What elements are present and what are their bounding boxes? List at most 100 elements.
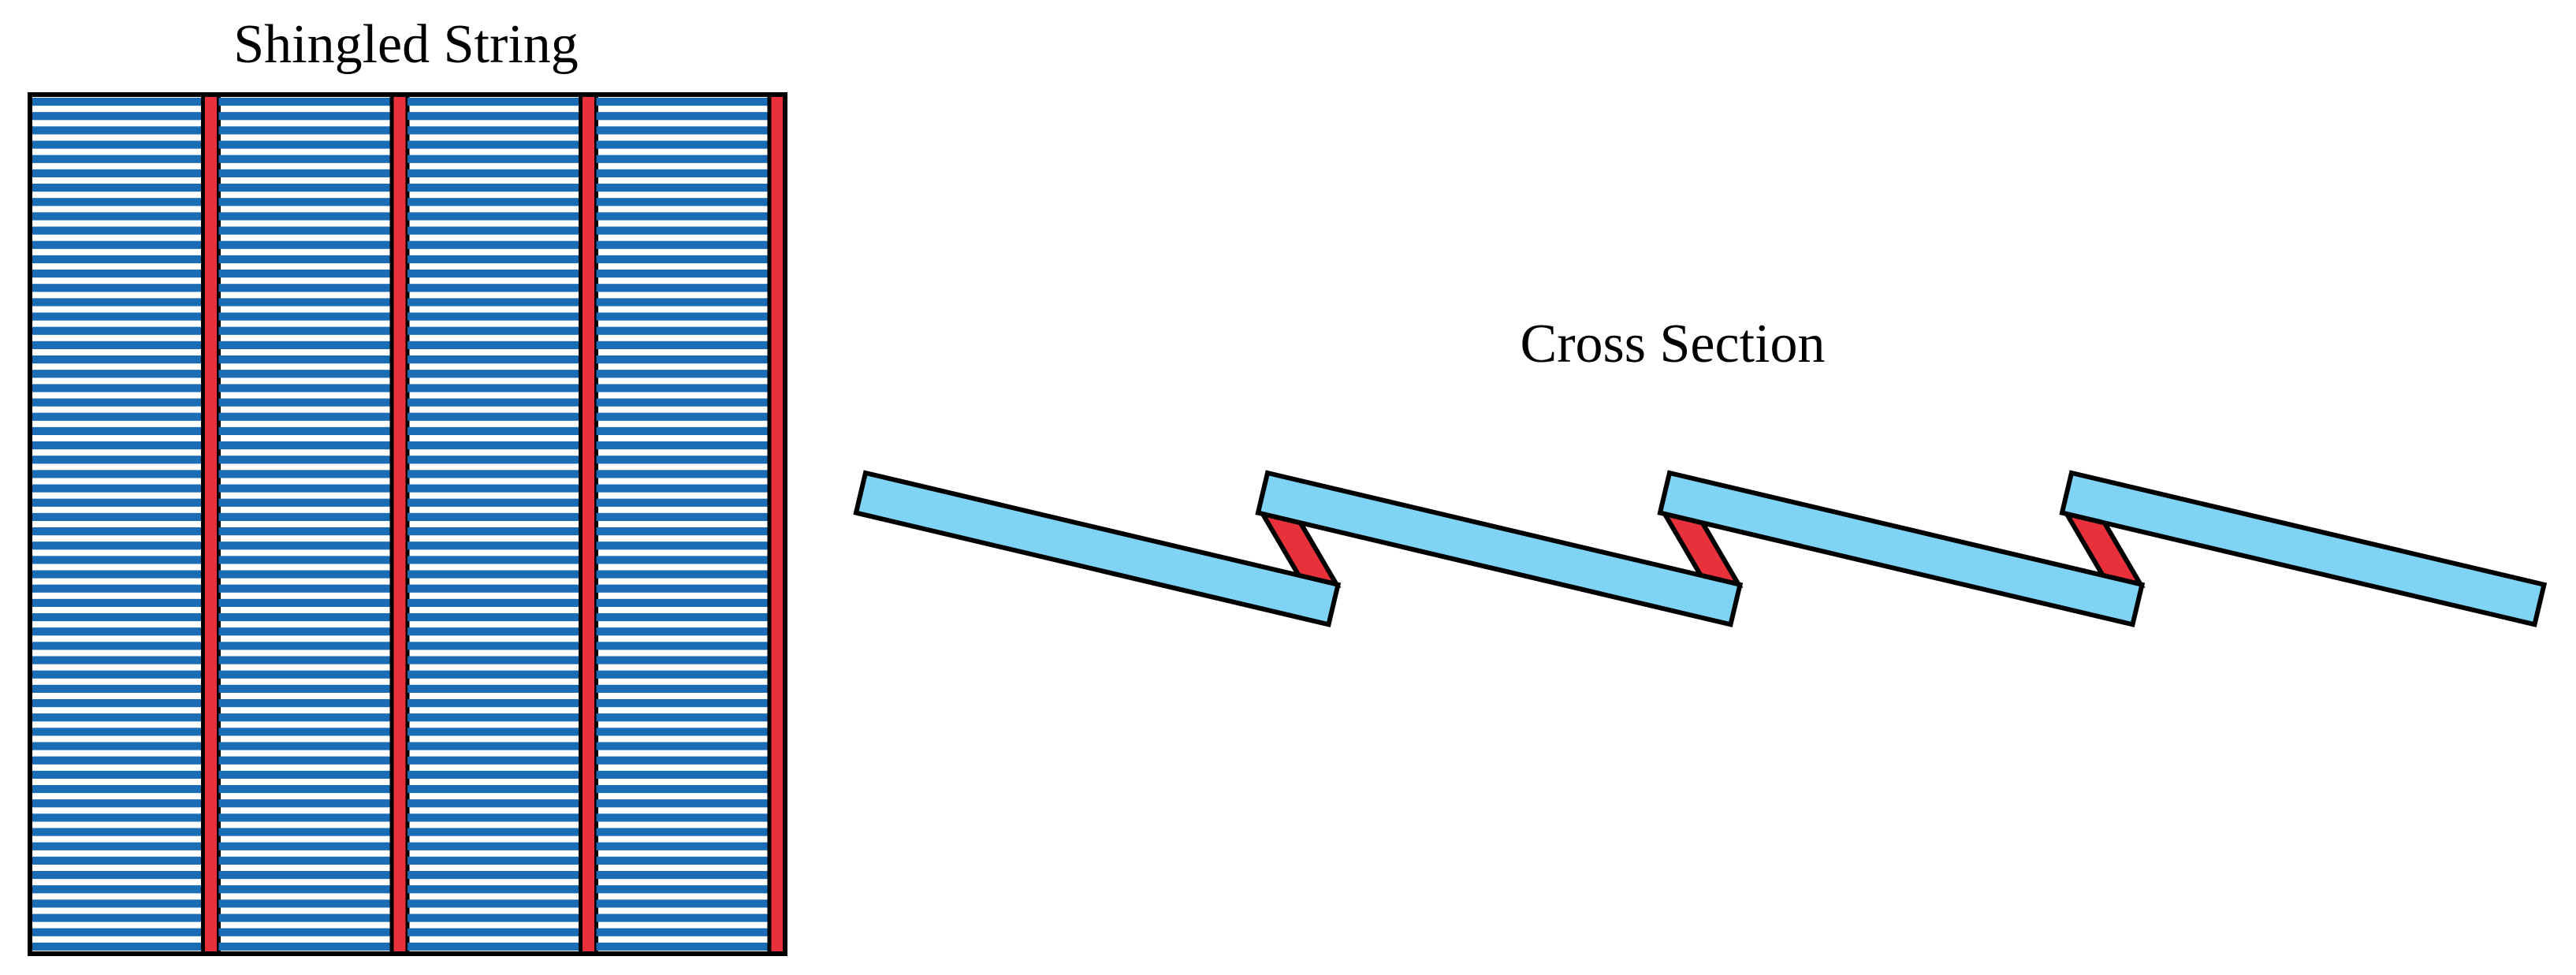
finger-line — [30, 656, 203, 664]
finger-line — [30, 914, 203, 922]
finger-line — [30, 154, 203, 163]
finger-line — [218, 498, 392, 507]
finger-line — [30, 326, 203, 335]
finger-line — [218, 756, 392, 765]
finger-line — [408, 112, 581, 121]
finger-line — [30, 183, 203, 192]
finger-line — [30, 670, 203, 679]
overlap-strip — [392, 95, 408, 954]
finger-line — [596, 612, 769, 622]
string-border — [28, 92, 787, 956]
finger-line — [218, 456, 392, 464]
finger-line — [30, 398, 203, 407]
finger-line — [30, 928, 203, 936]
finger-line — [596, 355, 769, 364]
finger-line — [596, 842, 769, 850]
finger-line — [596, 412, 769, 421]
finger-line — [408, 198, 581, 207]
finger-line — [596, 140, 769, 149]
finger-line — [408, 598, 581, 608]
finger-line — [408, 183, 581, 192]
finger-line — [408, 169, 581, 178]
finger-line — [408, 512, 581, 522]
finger-line — [218, 298, 392, 307]
finger-line — [218, 914, 392, 922]
finger-line — [30, 870, 203, 880]
finger-line — [408, 240, 581, 249]
finger-line — [596, 928, 769, 936]
finger-line — [30, 240, 203, 249]
cross-section-cell — [853, 470, 1342, 627]
finger-line — [218, 813, 392, 822]
cross-section-title: Cross Section — [1520, 314, 1826, 374]
finger-line — [596, 698, 769, 708]
finger-line — [30, 255, 203, 264]
finger-line — [596, 498, 769, 507]
finger-line — [596, 799, 769, 808]
finger-line — [218, 784, 392, 794]
finger-line — [30, 226, 203, 235]
finger-line — [408, 914, 581, 922]
finger-line — [218, 612, 392, 622]
finger-line — [30, 212, 203, 221]
finger-line — [218, 97, 392, 106]
finger-line — [596, 885, 769, 894]
finger-line — [408, 326, 581, 335]
finger-line — [408, 312, 581, 321]
finger-line — [218, 684, 392, 694]
finger-line — [596, 183, 769, 192]
finger-line — [408, 698, 581, 708]
finger-line — [218, 284, 392, 292]
finger-line — [218, 556, 392, 564]
finger-line — [30, 770, 203, 780]
finger-line — [30, 527, 203, 536]
overlap-strip — [769, 95, 785, 954]
finger-line — [218, 770, 392, 780]
finger-line — [218, 570, 392, 579]
finger-line — [218, 355, 392, 364]
finger-line — [218, 527, 392, 536]
finger-line — [218, 169, 392, 178]
finger-line — [218, 642, 392, 650]
finger-line — [30, 312, 203, 321]
finger-line — [30, 126, 203, 135]
finger-line — [596, 784, 769, 794]
finger-line — [596, 899, 769, 908]
finger-line — [30, 284, 203, 292]
finger-line — [30, 899, 203, 908]
finger-line — [30, 728, 203, 736]
finger-line — [30, 140, 203, 149]
finger-line — [596, 527, 769, 536]
finger-line — [30, 612, 203, 622]
finger-line — [408, 370, 581, 378]
finger-line — [218, 656, 392, 664]
finger-line — [30, 698, 203, 708]
finger-line — [218, 698, 392, 708]
finger-line — [596, 398, 769, 407]
finger-line — [218, 742, 392, 750]
finger-line — [408, 842, 581, 850]
finger-line — [408, 656, 581, 664]
finger-line — [30, 112, 203, 121]
finger-line — [596, 126, 769, 135]
finger-line — [408, 212, 581, 221]
finger-line — [408, 870, 581, 880]
finger-line — [408, 97, 581, 106]
finger-line — [218, 112, 392, 121]
finger-line — [30, 484, 203, 493]
finger-line — [30, 598, 203, 608]
finger-line — [596, 441, 769, 450]
finger-line — [30, 441, 203, 450]
finger-line — [218, 426, 392, 436]
finger-line — [218, 384, 392, 393]
finger-line — [218, 326, 392, 335]
finger-line — [596, 326, 769, 335]
finger-line — [596, 112, 769, 121]
finger-line — [596, 384, 769, 393]
finger-line — [218, 226, 392, 235]
finger-line — [218, 484, 392, 493]
finger-line — [408, 799, 581, 808]
finger-line — [596, 484, 769, 493]
finger-line — [596, 154, 769, 163]
